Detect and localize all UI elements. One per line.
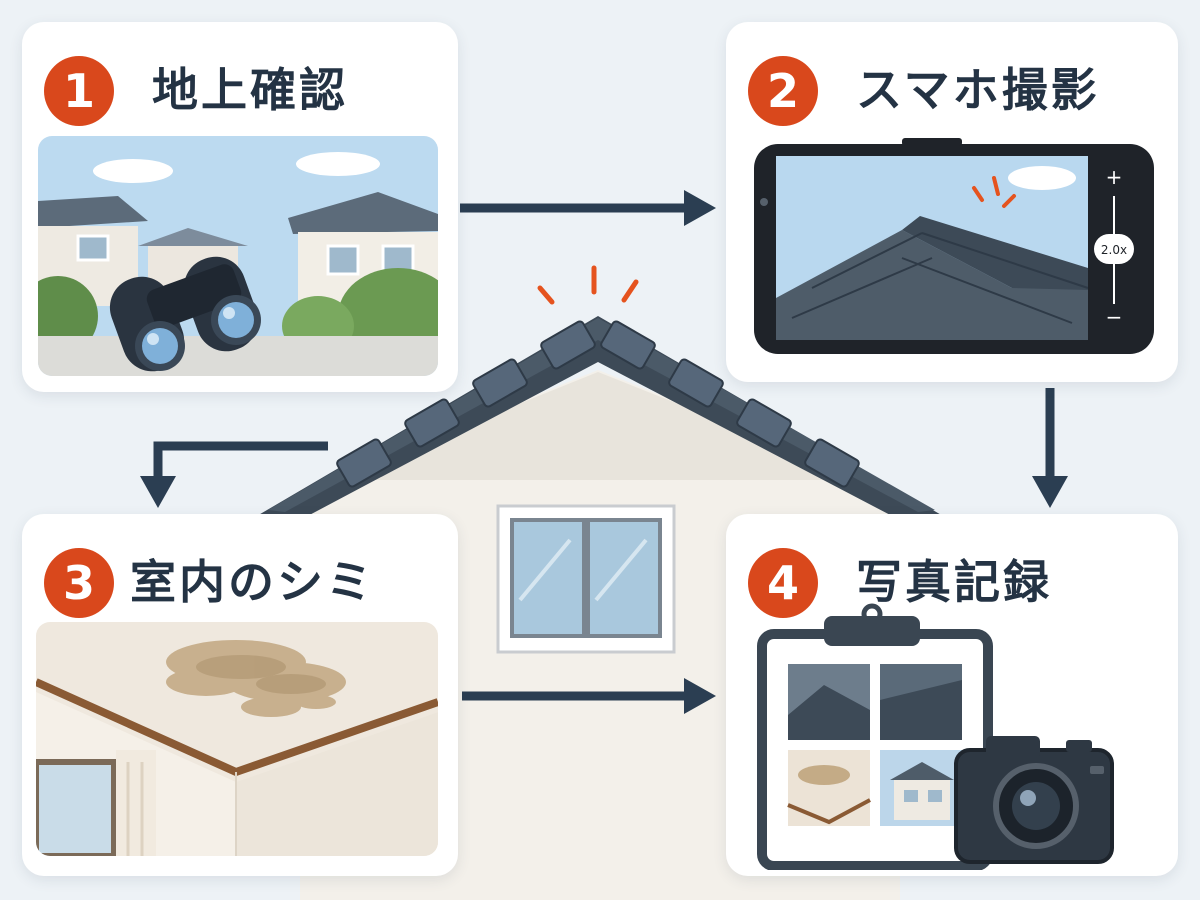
step-card-ground-check: 1 地上確認	[22, 22, 458, 392]
arrow-to-3	[140, 441, 328, 508]
alert-rays-icon	[537, 265, 639, 305]
arrow-3-to-4	[462, 678, 716, 714]
step-number-badge: 2	[748, 56, 818, 126]
step-card-photo-record: 4 写真記録	[726, 514, 1178, 876]
ceiling-stain-illustration	[36, 622, 438, 856]
step-title: 地上確認	[152, 63, 348, 117]
clipboard-camera-illustration	[757, 603, 1114, 870]
house-window	[496, 504, 676, 654]
arrow-2-to-4	[1032, 388, 1068, 508]
step-number-badge: 3	[44, 548, 114, 618]
step-title: スマホ撮影	[856, 63, 1100, 117]
arrow-1-to-2	[460, 190, 716, 226]
clipboard-icon	[757, 603, 993, 870]
neighborhood-binoculars-illustration	[38, 136, 438, 376]
smartphone-icon: + 2.0x −	[754, 138, 1154, 354]
house-gable-shadow	[330, 372, 870, 480]
step-number-badge: 4	[748, 548, 818, 618]
zoom-in-button[interactable]: +	[1106, 165, 1123, 189]
camera-icon	[954, 736, 1114, 864]
step-card-interior-stain: 3 室内のシミ	[22, 514, 458, 876]
step-title: 室内のシミ	[130, 555, 375, 609]
step-title: 写真記録	[856, 555, 1052, 609]
zoom-out-button[interactable]: −	[1106, 305, 1123, 329]
step-number-badge: 1	[44, 56, 114, 126]
zoom-level-label: 2.0x	[1101, 243, 1127, 257]
house-roof	[250, 316, 950, 528]
alert-rays-icon	[972, 176, 1016, 208]
step-card-smartphone-photo: 2 スマホ撮影 + 2.0x −	[726, 22, 1178, 382]
binoculars-icon	[109, 256, 261, 372]
